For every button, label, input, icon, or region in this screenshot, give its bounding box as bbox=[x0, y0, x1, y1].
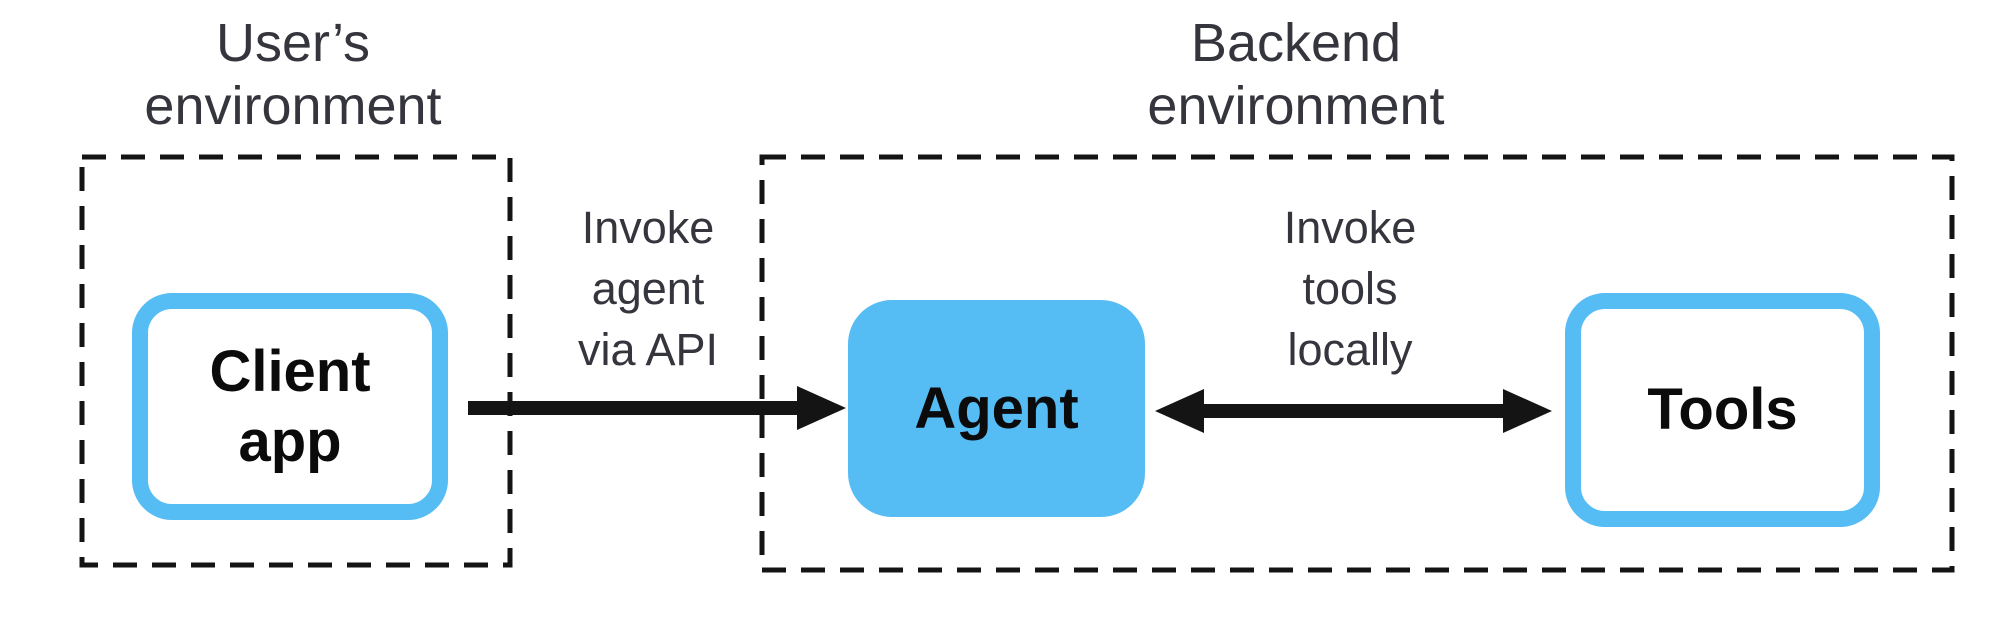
arrow-invoke-agent-head bbox=[797, 386, 846, 430]
tools-node: Tools bbox=[1565, 293, 1880, 527]
agent-label: Agent bbox=[914, 375, 1079, 441]
backend-environment-boundary bbox=[759, 154, 1955, 573]
tools-label: Tools bbox=[1647, 377, 1798, 443]
invoke-agent-via-api-label: Invoke agent via API bbox=[577, 202, 719, 375]
arrow-invoke-tools bbox=[1155, 389, 1552, 433]
arrow-invoke-tools-left-head bbox=[1155, 389, 1204, 433]
client-app-label: Client app bbox=[209, 338, 371, 474]
user-environment-boundary bbox=[79, 154, 513, 568]
backend-environment-title: Backend environment bbox=[1147, 13, 1445, 137]
arrow-invoke-agent bbox=[468, 386, 846, 430]
client-app-node: Client app bbox=[132, 293, 448, 520]
arrow-invoke-tools-right-head bbox=[1503, 389, 1552, 433]
invoke-tools-locally-label: Invoke tools locally bbox=[1283, 202, 1417, 375]
user-environment-title: User’s environment bbox=[144, 13, 442, 137]
agent-node: Agent bbox=[848, 300, 1145, 517]
